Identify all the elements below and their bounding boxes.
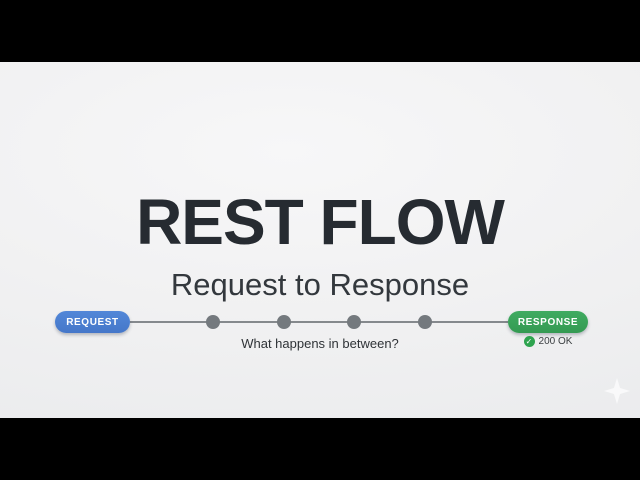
timeline-line (130, 321, 508, 323)
timeline-dot (417, 315, 432, 329)
slide-subtitle: Request to Response (170, 267, 470, 302)
timeline-dot (276, 315, 291, 329)
response-pill: RESPONSE (508, 311, 588, 333)
slide-content: REST FLOW Request to Response REQUEST RE… (0, 62, 640, 418)
timeline-dot (347, 315, 362, 329)
flow-timeline: REQUEST RESPONSE What happens in between… (0, 62, 640, 418)
request-pill: REQUEST (55, 311, 130, 333)
flow-caption: What happens in between? (241, 336, 399, 351)
timeline-dot (206, 315, 220, 329)
slide-title: REST FLOW (136, 186, 505, 258)
sparkle-icon (604, 378, 630, 404)
status-code-text: 200 OK (538, 336, 573, 347)
letterbox-bar-top (0, 0, 640, 62)
timeline-dots (206, 315, 432, 329)
letterbox-bar-bottom (0, 418, 640, 480)
check-circle-icon: ✓ (523, 336, 535, 347)
response-status: ✓ 200 OK (508, 336, 588, 347)
